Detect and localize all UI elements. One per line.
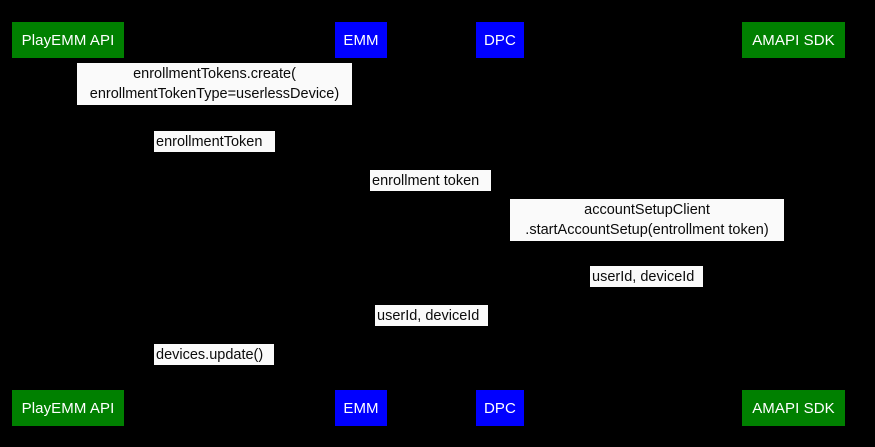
lifeline-emm	[361, 58, 362, 390]
actor-top-amapi-sdk[interactable]: AMAPI SDK	[742, 22, 845, 58]
msg-enrollment-tokens-create-line-1: enrollmentTokens.create(	[133, 66, 296, 82]
actor-top-playemm-api-label: PlayEMM API	[21, 31, 115, 49]
actor-bottom-dpc[interactable]: DPC	[476, 390, 524, 426]
msg-start-account-setup-line-1: accountSetupClient	[584, 202, 710, 218]
msg-userid-deviceid-to-emm: userId, deviceId	[375, 305, 488, 326]
actor-top-amapi-sdk-label: AMAPI SDK	[752, 31, 835, 49]
msg-userid-deviceid-to-dpc-line-1: userId, deviceId	[592, 269, 695, 285]
msg-userid-deviceid-to-emm-line-1: userId, deviceId	[377, 308, 480, 324]
actor-bottom-emm-label: EMM	[343, 399, 379, 417]
msg-devices-update: devices.update()	[154, 344, 274, 365]
msg-enrollment-tokens-create: enrollmentTokens.create( enrollmentTokenT…	[77, 63, 352, 105]
msg-enrollment-token-response-line-1: enrollmentToken	[156, 134, 263, 150]
actor-top-dpc-label: DPC	[484, 31, 516, 49]
msg-userid-deviceid-to-dpc-arrow	[500, 287, 793, 288]
actor-top-dpc[interactable]: DPC	[476, 22, 524, 58]
lifeline-amapi-sdk	[793, 58, 794, 390]
actor-bottom-amapi-sdk[interactable]: AMAPI SDK	[742, 390, 845, 426]
msg-enrollment-tokens-create-line-2: enrollmentTokenType=userlessDevice)	[89, 86, 340, 102]
actor-bottom-playemm-api-label: PlayEMM API	[21, 399, 115, 417]
msg-start-account-setup: accountSetupClient .startAccountSetup(ent…	[510, 199, 784, 241]
lifeline-playemm-api	[68, 58, 69, 390]
msg-devices-update-line-1: devices.update()	[156, 347, 264, 363]
actor-bottom-amapi-sdk-label: AMAPI SDK	[752, 399, 835, 417]
msg-enrollment-tokens-create-arrow	[68, 112, 361, 113]
msg-devices-update-arrow	[68, 365, 361, 366]
msg-start-account-setup-arrow	[500, 248, 793, 249]
actor-bottom-dpc-label: DPC	[484, 399, 516, 417]
actor-bottom-emm[interactable]: EMM	[335, 390, 387, 426]
msg-enrollment-token-to-dpc: enrollment token	[370, 170, 491, 191]
actor-bottom-playemm-api[interactable]: PlayEMM API	[12, 390, 124, 426]
lifeline-dpc	[500, 58, 501, 390]
actor-top-playemm-api[interactable]: PlayEMM API	[12, 22, 124, 58]
actor-top-emm-label: EMM	[343, 31, 379, 49]
msg-enrollment-token-response: enrollmentToken	[154, 131, 275, 152]
msg-userid-deviceid-to-emm-arrow	[361, 326, 500, 327]
msg-enrollment-token-to-dpc-arrow	[361, 191, 500, 192]
msg-start-account-setup-line-2: .startAccountSetup(entrollment token)	[525, 222, 769, 238]
msg-enrollment-token-response-arrow	[68, 152, 361, 153]
actor-top-emm[interactable]: EMM	[335, 22, 387, 58]
msg-userid-deviceid-to-dpc: userId, deviceId	[590, 266, 703, 287]
msg-enrollment-token-to-dpc-line-1: enrollment token	[372, 173, 480, 189]
